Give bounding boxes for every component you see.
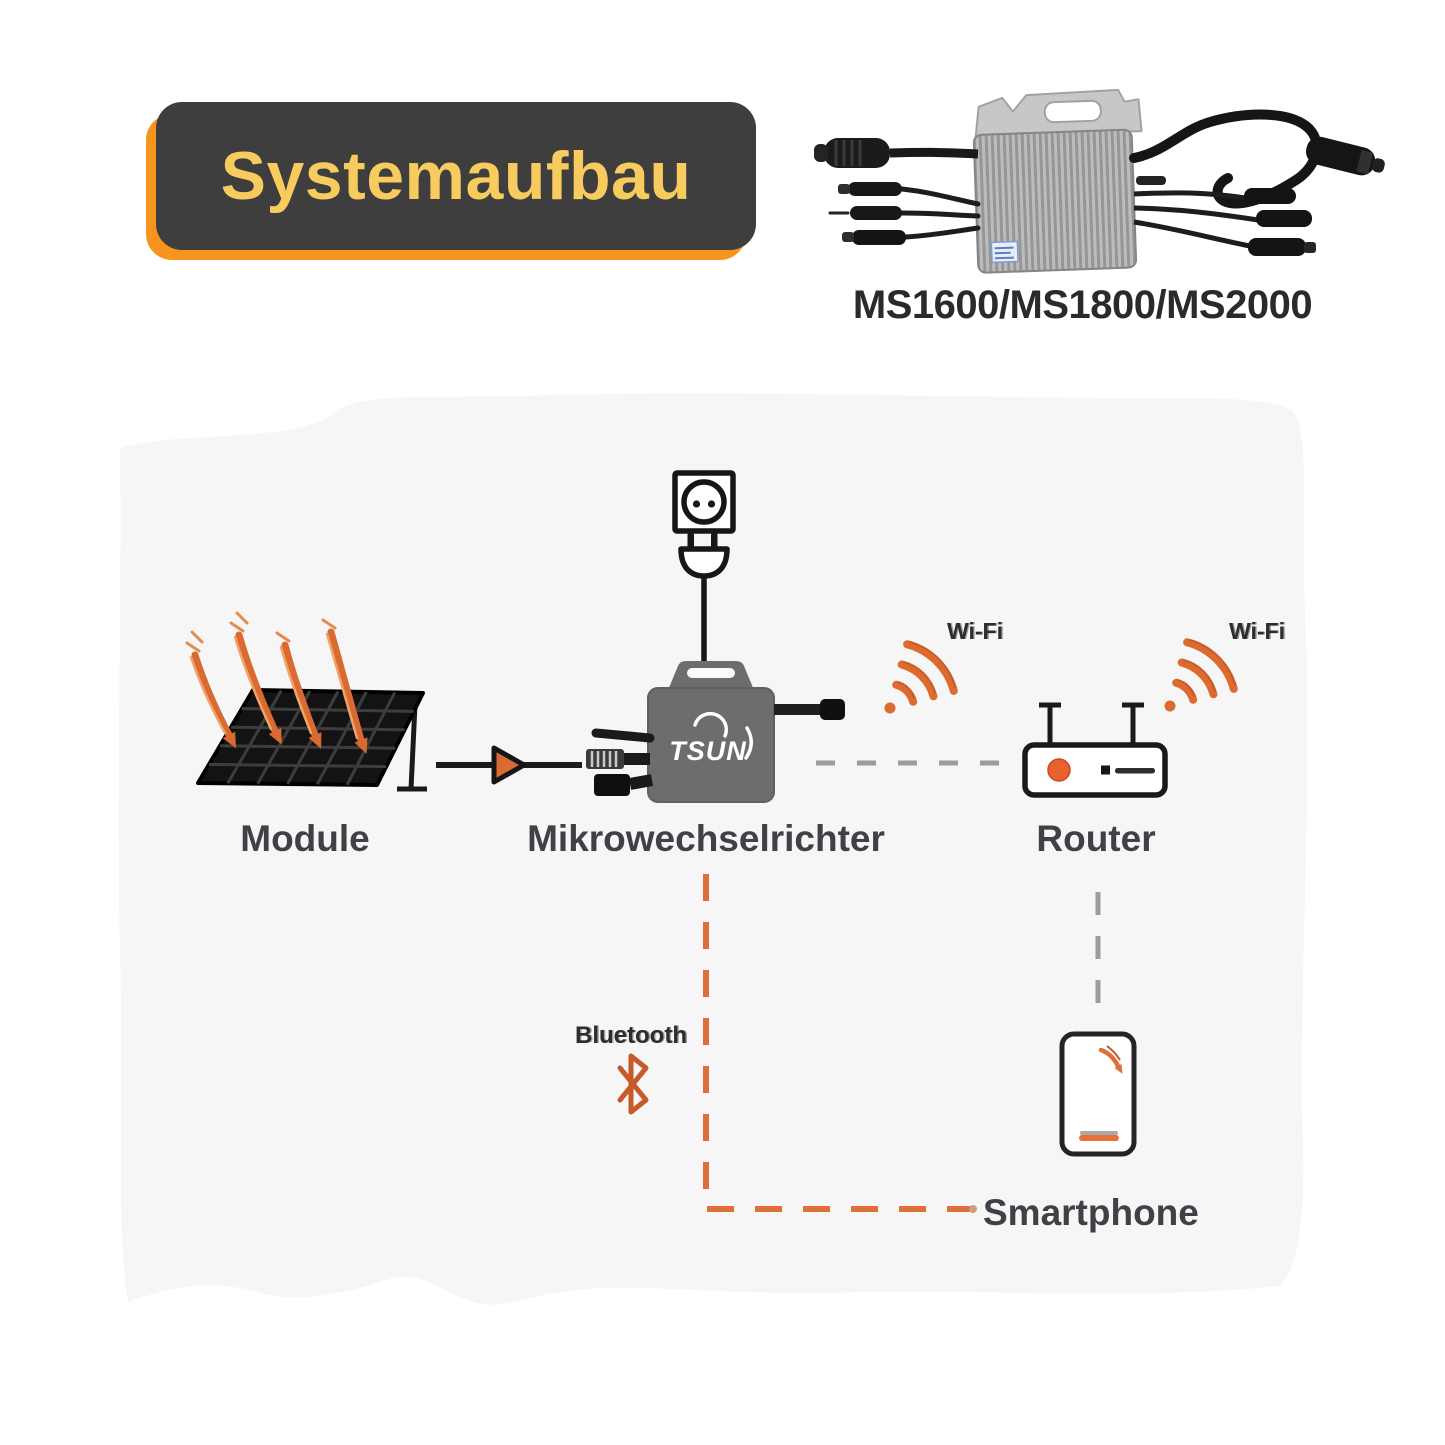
line-end-dot bbox=[969, 1205, 977, 1213]
link-inverter-smartphone-bluetooth-line bbox=[703, 874, 982, 1212]
bracket-slot bbox=[1043, 99, 1102, 124]
smartphone-icon bbox=[1059, 1031, 1137, 1157]
product-left-dc-cables bbox=[828, 182, 981, 245]
inverter-body bbox=[647, 687, 775, 803]
power-outlet-icon bbox=[672, 470, 736, 663]
flow-arrow-icon bbox=[436, 745, 582, 785]
product-body-group bbox=[972, 88, 1143, 274]
router-icon bbox=[1022, 702, 1168, 798]
module-label: Module bbox=[240, 818, 370, 859]
router-led bbox=[1047, 758, 1071, 782]
solar-module-icon bbox=[185, 611, 427, 792]
product-photo-microinverter bbox=[814, 88, 1385, 274]
phone-home-bar bbox=[1079, 1135, 1119, 1141]
svg-text:TSUN: TSUN bbox=[669, 736, 747, 766]
bluetooth-label: Bluetooth bbox=[575, 1022, 687, 1049]
title-badge-face: Systemaufbau bbox=[156, 102, 756, 250]
wifi-label-right: Wi-Fi bbox=[1229, 618, 1285, 644]
inverter-cables bbox=[586, 699, 845, 796]
microinverter-icon: TSUN bbox=[586, 661, 845, 803]
power-plug-icon bbox=[678, 533, 730, 663]
product-right-dc-cables bbox=[1133, 176, 1316, 256]
wifi-label-left: Wi-Fi bbox=[947, 618, 1003, 644]
phone-signal-mark bbox=[1098, 1047, 1121, 1069]
bluetooth-icon bbox=[617, 1053, 649, 1115]
router-label: Router bbox=[1036, 818, 1156, 859]
smartphone-label: Smartphone bbox=[983, 1192, 1199, 1233]
tsun-logo: TSUN bbox=[669, 711, 753, 766]
wifi-signal-icon bbox=[884, 640, 958, 714]
page-title: Systemaufbau bbox=[220, 138, 692, 214]
module-stand bbox=[397, 704, 427, 792]
product-right-loop-cable bbox=[1129, 109, 1385, 209]
title-badge: Systemaufbau bbox=[146, 102, 758, 262]
router-antennas bbox=[1039, 702, 1144, 747]
sun-rays-icon bbox=[185, 611, 368, 754]
product-model-label: MS1600/MS1800/MS2000 bbox=[852, 283, 1313, 327]
wifi-signal-icon bbox=[1164, 638, 1238, 712]
product-left-ac-cable bbox=[814, 138, 979, 168]
inverter-label: Mikrowechselrichter bbox=[527, 818, 885, 859]
